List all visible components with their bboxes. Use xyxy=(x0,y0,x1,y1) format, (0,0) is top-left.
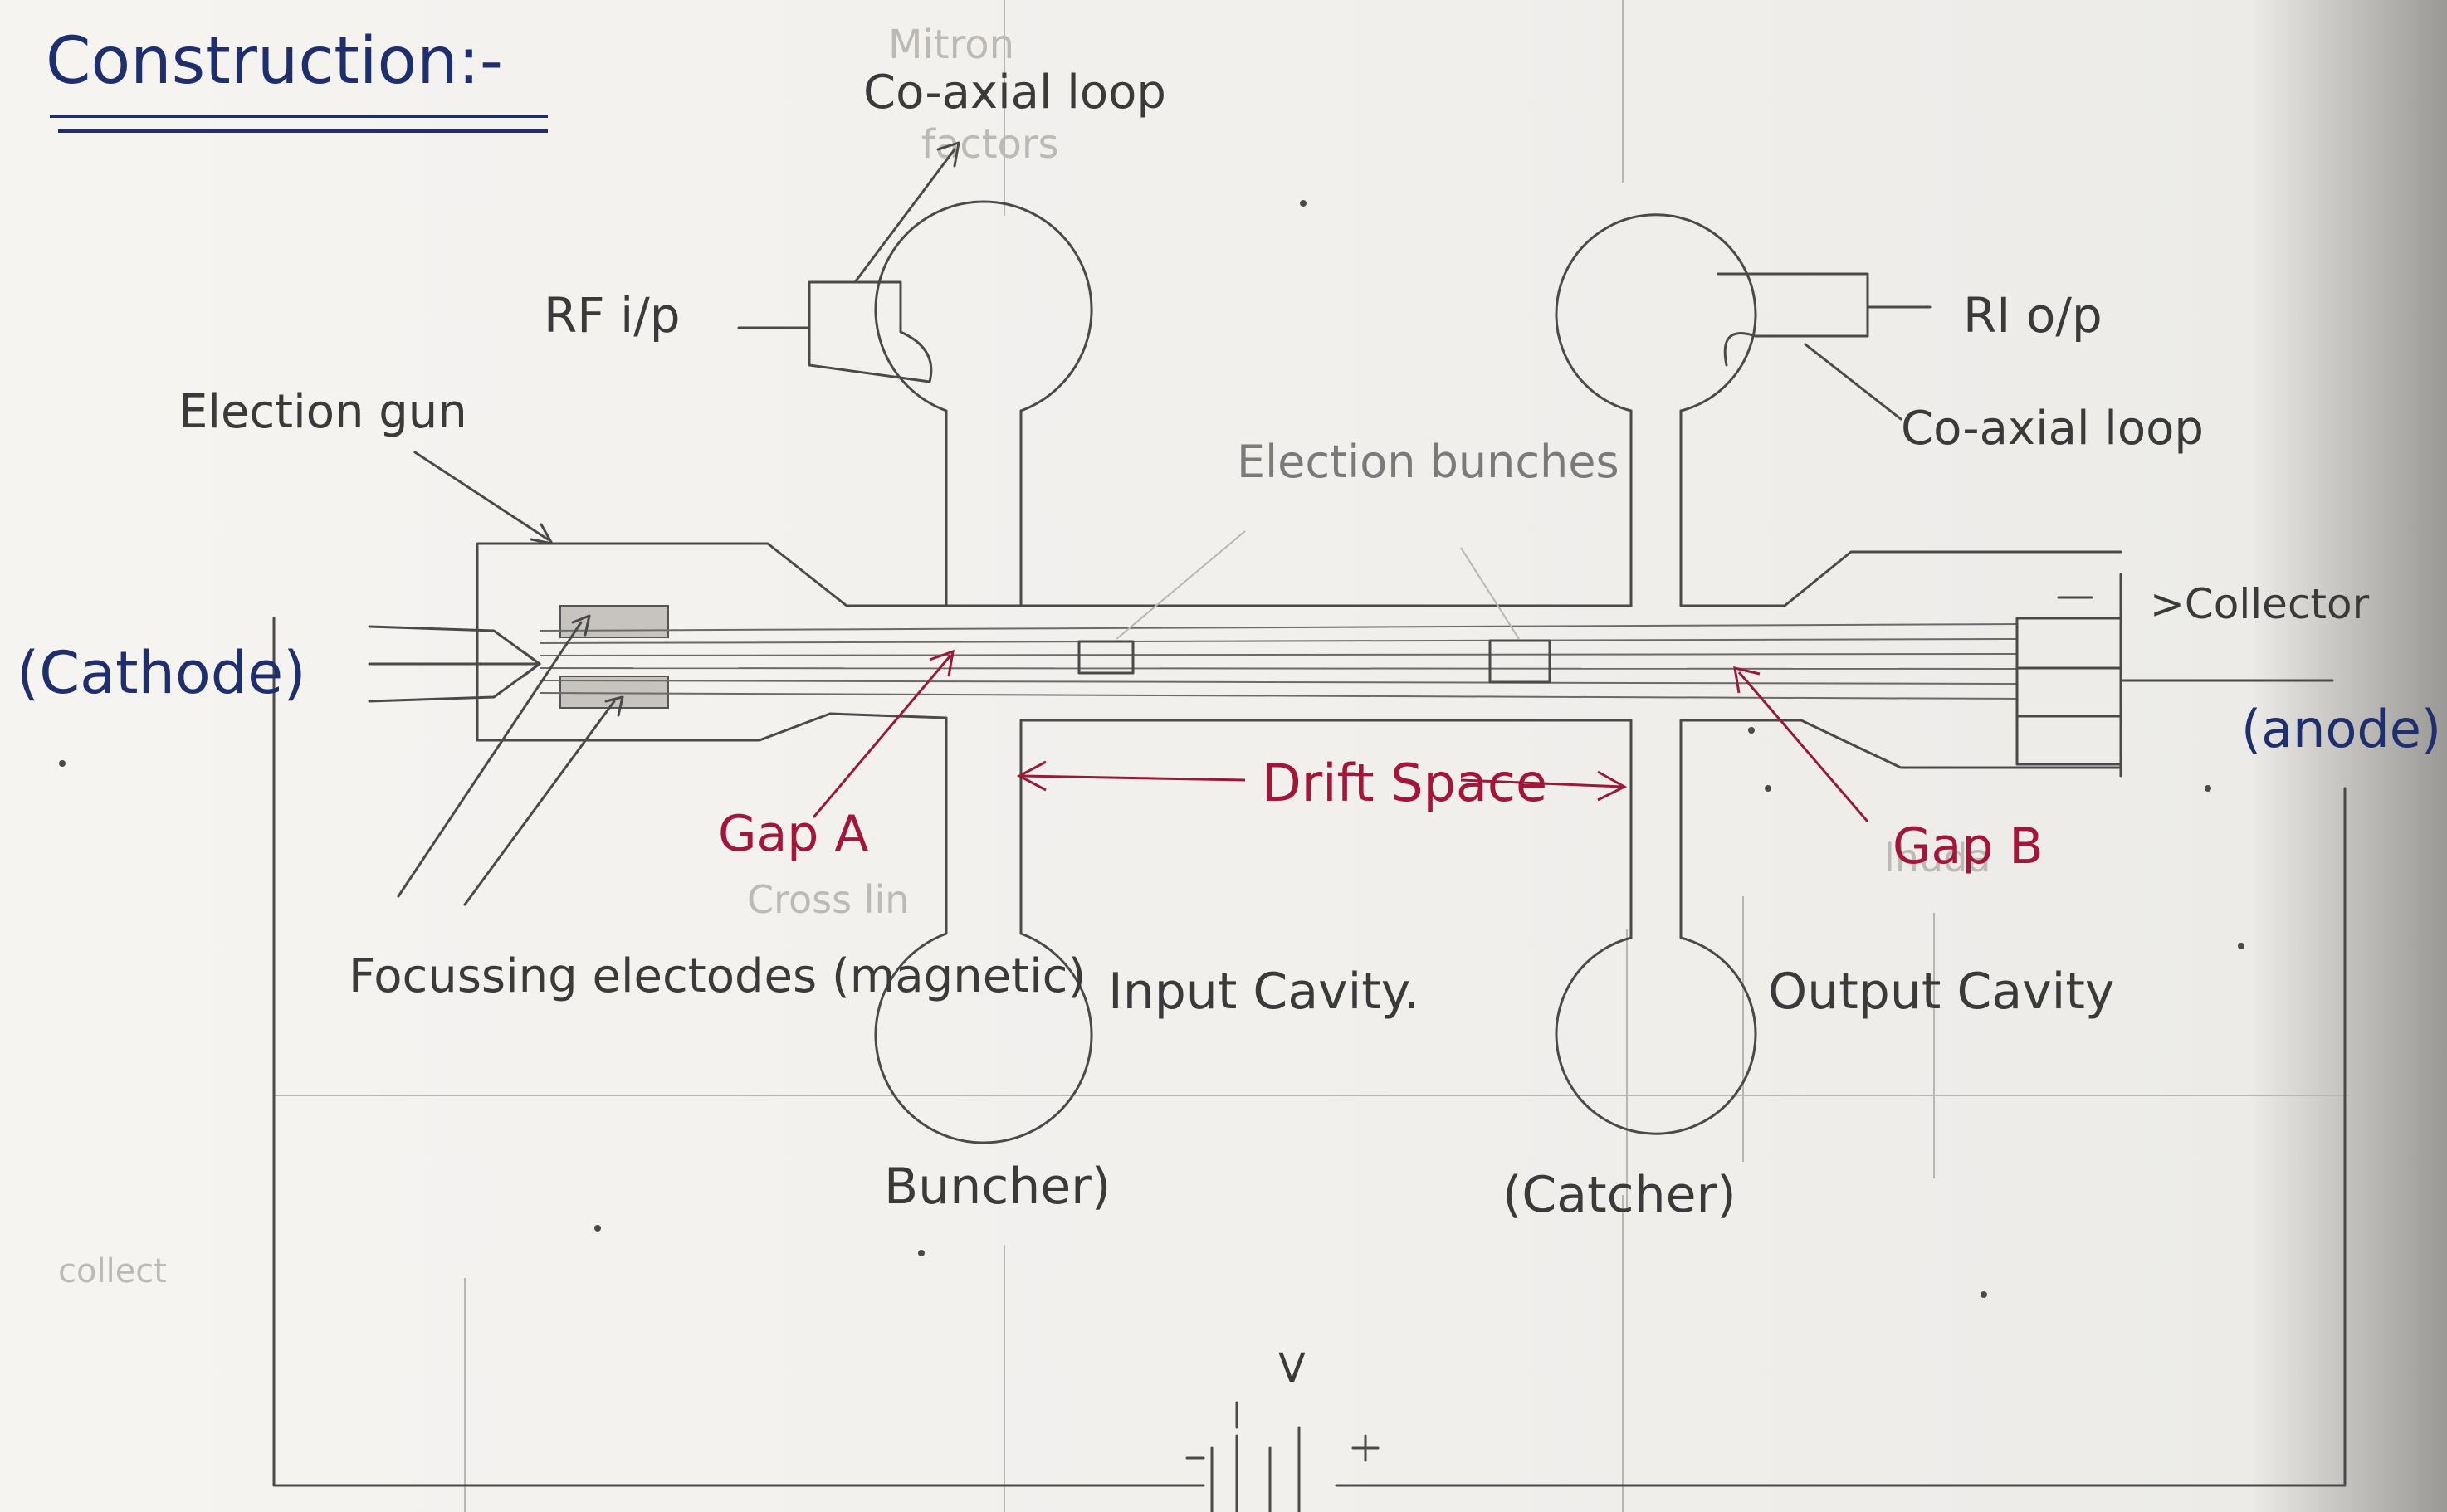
cathode-label: (Cathode) xyxy=(17,639,306,707)
drift-tube-bottom xyxy=(830,714,946,722)
catcher-label: (Catcher) xyxy=(1502,1166,1736,1224)
anode-label: (anode) xyxy=(2241,699,2441,759)
gap-a-label: Gap A xyxy=(718,805,868,863)
gap-b-arrow xyxy=(1739,672,1868,822)
title: Construction:- xyxy=(46,24,503,99)
electron-beam xyxy=(540,624,2017,699)
rf-input-label: RF i/p xyxy=(544,287,681,344)
gap-a-arrow xyxy=(813,656,950,817)
svg-text:collect: collect xyxy=(58,1252,167,1290)
input-cavity-label: Input Cavity. xyxy=(1108,963,1419,1021)
drift-space-arrow-left xyxy=(1021,776,1245,780)
coaxial-loop-input xyxy=(739,143,959,382)
svg-text:factors: factors xyxy=(921,121,1059,168)
svg-text:Mitron: Mitron xyxy=(888,22,1014,68)
focussing-electrodes-label: Focussing electodes (magnetic) xyxy=(349,949,1086,1003)
buncher-label: Buncher) xyxy=(884,1158,1111,1216)
output-cavity-label: Output Cavity xyxy=(1768,963,2114,1021)
bleed-through: Mitron factors Cross lin lhuda collect xyxy=(58,0,2349,1512)
voltage-label: V xyxy=(1278,1345,1306,1392)
electron-bunch xyxy=(1490,641,1550,682)
electron-gun-label: Election gun xyxy=(178,385,467,439)
electron-bunches-label: Election bunches xyxy=(1237,436,1619,488)
svg-text:Cross lin: Cross lin xyxy=(747,877,909,922)
drift-space-label: Drift Space xyxy=(1262,753,1547,813)
coaxial-loop-right-label: Co-axial loop xyxy=(1901,402,2204,456)
collector-label: >Collector xyxy=(2150,580,2370,628)
ink-dots xyxy=(59,200,2244,1298)
rf-output-label: RI o/p xyxy=(1963,287,2103,344)
coaxial-loop-left-label: Co-axial loop xyxy=(863,66,1166,119)
gap-b-label: Gap B xyxy=(1893,817,2044,875)
